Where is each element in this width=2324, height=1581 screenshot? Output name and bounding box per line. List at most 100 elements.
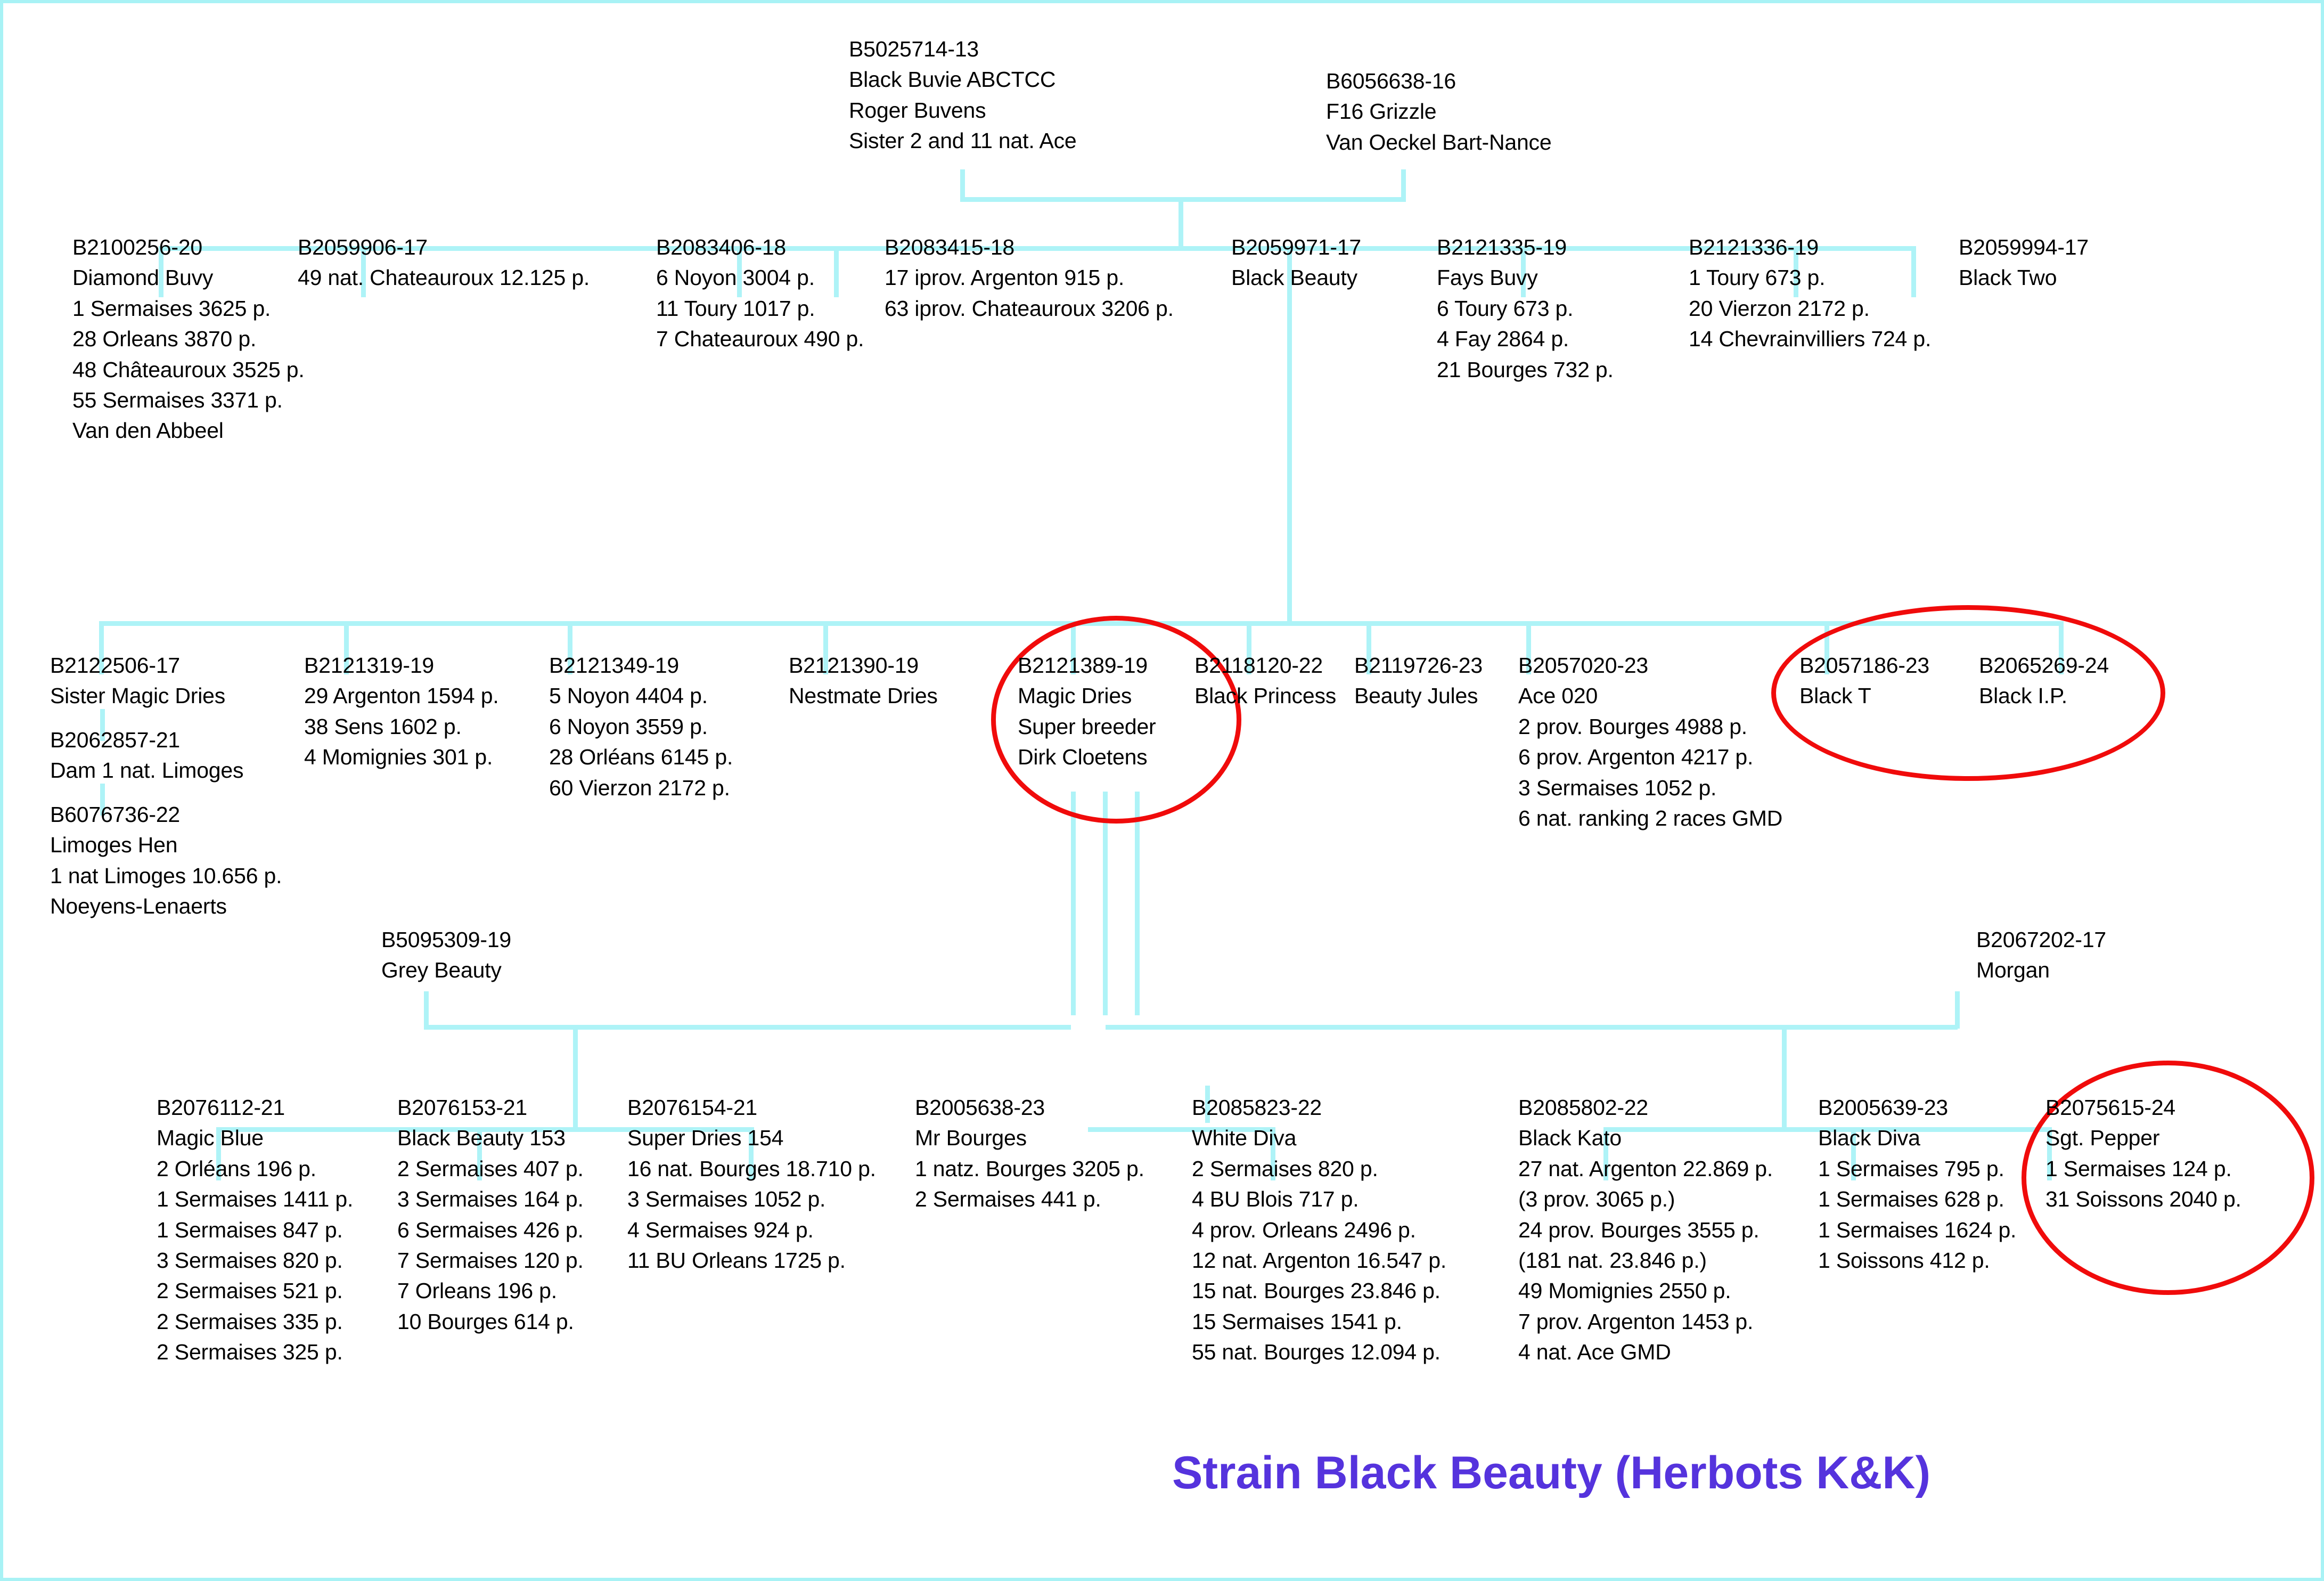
- node-b2059906[interactable]: B2059906-17 49 nat. Chateauroux 12.125 p…: [298, 232, 590, 294]
- node-line: 49 nat. Chateauroux 12.125 p.: [298, 265, 590, 290]
- node-line: 4 prov. Orleans 2496 p.: [1192, 1217, 1416, 1242]
- connector-vertical: [1794, 246, 1798, 297]
- connector-vertical: [960, 169, 965, 197]
- node-nestmate-dries[interactable]: B2121390-19 Nestmate Dries: [789, 650, 938, 712]
- node-line: 31 Soissons 2040 p.: [2045, 1187, 2241, 1212]
- node-sgt-pepper[interactable]: B2075615-24 Sgt. Pepper 1 Sermaises 124 …: [2045, 1093, 2241, 1215]
- node-line: 4 Fay 2864 p.: [1437, 327, 1569, 352]
- node-black-buvie[interactable]: B5025714-13 Black Buvie ABCTCC Roger Buv…: [849, 34, 1077, 157]
- node-line: Mr Bourges: [915, 1126, 1027, 1151]
- node-black-ip[interactable]: B2065269-24 Black I.P.: [1979, 650, 2109, 712]
- node-line: Magic Dries: [1018, 683, 1132, 708]
- node-line: 1 Sermaises 3625 p.: [72, 296, 271, 321]
- node-line: Limoges Hen: [50, 833, 178, 858]
- node-morgan[interactable]: B2067202-17 Morgan: [1976, 925, 2106, 986]
- node-b2121319[interactable]: B2121319-19 29 Argenton 1594 p. 38 Sens …: [304, 650, 499, 773]
- node-line: 7 Sermaises 120 p.: [397, 1248, 584, 1273]
- node-line: 1 Sermaises 1624 p.: [1818, 1217, 2017, 1242]
- connector-vertical: [1401, 169, 1406, 197]
- node-line: 55 nat. Bourges 12.094 p.: [1192, 1340, 1441, 1365]
- node-line: 21 Bourges 732 p.: [1437, 357, 1614, 382]
- node-line: 17 iprov. Argenton 915 p.: [885, 265, 1125, 290]
- node-line: Black Kato: [1518, 1126, 1622, 1151]
- node-limoges-hen[interactable]: B6076736-22 Limoges Hen 1 nat Limoges 10…: [50, 800, 282, 922]
- node-line: Van den Abbeel: [72, 418, 224, 443]
- node-line: 20 Vierzon 2172 p.: [1689, 296, 1870, 321]
- node-black-t[interactable]: B2057186-23 Black T: [1799, 650, 1929, 712]
- node-line: 4 Sermaises 924 p.: [627, 1217, 814, 1242]
- connector-vertical: [1603, 1127, 1608, 1180]
- node-magic-blue[interactable]: B2076112-21 Magic Blue 2 Orléans 196 p. …: [157, 1093, 353, 1368]
- node-line: Diamond Buvy: [72, 265, 214, 290]
- node-b2083406[interactable]: B2083406-18 6 Noyon 3004 p. 11 Toury 101…: [656, 232, 864, 355]
- ring-number: B2100256-20: [72, 235, 203, 259]
- connector-horizontal: [424, 1025, 1071, 1030]
- ring-number: B2062857-21: [50, 728, 181, 752]
- node-line: Dam 1 nat. Limoges: [50, 758, 244, 783]
- node-line: Black Beauty: [1231, 265, 1357, 290]
- node-line: 55 Sermaises 3371 p.: [72, 387, 283, 412]
- node-black-diva[interactable]: B2005639-23 Black Diva 1 Sermaises 795 p…: [1818, 1093, 2016, 1276]
- ring-number: B2121389-19: [1018, 653, 1148, 678]
- connector-vertical-magic-dries: [1135, 792, 1140, 1015]
- node-line: 11 Toury 1017 p.: [656, 296, 815, 321]
- node-line: Black Princess: [1194, 683, 1337, 708]
- node-line: Super breeder: [1018, 714, 1156, 739]
- node-grey-beauty[interactable]: B5095309-19 Grey Beauty: [381, 925, 511, 986]
- node-black-beauty-153[interactable]: B2076153-21 Black Beauty 153 2 Sermaises…: [397, 1093, 584, 1337]
- node-line: 60 Vierzon 2172 p.: [549, 775, 730, 800]
- node-line: Morgan: [1976, 958, 2050, 983]
- ring-number: B5025714-13: [849, 37, 979, 61]
- connector-vertical: [100, 709, 105, 741]
- ring-number: B2121336-19: [1689, 235, 1819, 259]
- node-line: 38 Sens 1602 p.: [304, 714, 462, 739]
- node-beauty-jules[interactable]: B2119726-23 Beauty Jules: [1354, 650, 1483, 712]
- node-line: (181 nat. 23.846 p.): [1518, 1248, 1707, 1273]
- node-super-dries-154[interactable]: B2076154-21 Super Dries 154 16 nat. Bour…: [627, 1093, 876, 1276]
- node-line: (3 prov. 3065 p.): [1518, 1187, 1675, 1212]
- connector-vertical: [749, 1127, 754, 1180]
- connector-horizontal-left-children: [216, 1127, 754, 1132]
- node-black-beauty[interactable]: B2059971-17 Black Beauty: [1231, 232, 1361, 294]
- node-b2083415[interactable]: B2083415-18 17 iprov. Argenton 915 p. 63…: [885, 232, 1174, 324]
- node-line: F16 Grizzle: [1326, 99, 1437, 124]
- node-black-princess[interactable]: B2118120-22 Black Princess: [1194, 650, 1336, 712]
- connector-vertical: [1521, 246, 1526, 297]
- node-line: Black Two: [1959, 265, 2057, 290]
- connector-vertical: [834, 246, 839, 297]
- node-fays-buvy[interactable]: B2121335-19 Fays Buvy 6 Toury 673 p. 4 F…: [1437, 232, 1614, 385]
- node-line: 28 Orleans 3870 p.: [72, 327, 257, 352]
- ring-number: B2059971-17: [1231, 235, 1362, 259]
- node-f16-grizzle[interactable]: B6056638-16 F16 Grizzle Van Oeckel Bart-…: [1326, 66, 1552, 158]
- node-line: Black Diva: [1818, 1126, 1920, 1151]
- connector-horizontal: [1106, 1025, 1958, 1030]
- node-sister-magic-dries[interactable]: B2122506-17 Sister Magic Dries: [50, 650, 225, 712]
- node-b2121336[interactable]: B2121336-19 1 Toury 673 p. 20 Vierzon 21…: [1689, 232, 1931, 355]
- node-line: 15 nat. Bourges 23.846 p.: [1192, 1278, 1441, 1303]
- node-dam-limoges[interactable]: B2062857-21 Dam 1 nat. Limoges: [50, 725, 244, 786]
- ring-number: B2121335-19: [1437, 235, 1567, 259]
- ring-number: B2005638-23: [915, 1095, 1045, 1120]
- ring-number: B2067202-17: [1976, 927, 2107, 952]
- ring-number: B2076112-21: [157, 1095, 285, 1120]
- highlight-ellipse-sgt-pepper: [2022, 1061, 2314, 1295]
- node-line: 1 Sermaises 847 p.: [157, 1217, 343, 1242]
- node-line: Black T: [1799, 683, 1871, 708]
- connector-vertical: [1782, 1025, 1787, 1131]
- node-black-kato[interactable]: B2085802-22 Black Kato 27 nat. Argenton …: [1518, 1093, 1773, 1368]
- node-b2121349[interactable]: B2121349-19 5 Noyon 4404 p. 6 Noyon 3559…: [549, 650, 733, 803]
- node-magic-dries[interactable]: B2121389-19 Magic Dries Super breeder Di…: [1018, 650, 1156, 773]
- node-line: Sgt. Pepper: [2045, 1126, 2160, 1151]
- highlight-ellipse-magic-dries: [991, 616, 1241, 824]
- node-diamond-buvy[interactable]: B2100256-20 Diamond Buvy 1 Sermaises 362…: [72, 232, 305, 446]
- node-line: 4 nat. Ace GMD: [1518, 1340, 1671, 1365]
- ring-number: B2085802-22: [1518, 1095, 1649, 1120]
- node-line: 1 Soissons 412 p.: [1818, 1248, 1990, 1273]
- node-mr-bourges[interactable]: B2005638-23 Mr Bourges 1 natz. Bourges 3…: [915, 1093, 1144, 1215]
- node-black-two[interactable]: B2059994-17 Black Two: [1959, 232, 2089, 294]
- node-white-diva[interactable]: B2085823-22 White Diva 2 Sermaises 820 p…: [1192, 1093, 1446, 1368]
- node-line: Noeyens-Lenaerts: [50, 894, 227, 919]
- node-line: Van Oeckel Bart-Nance: [1326, 129, 1552, 154]
- ring-number: B6076736-22: [50, 802, 181, 827]
- node-ace-020[interactable]: B2057020-23 Ace 020 2 prov. Bourges 4988…: [1518, 650, 1782, 834]
